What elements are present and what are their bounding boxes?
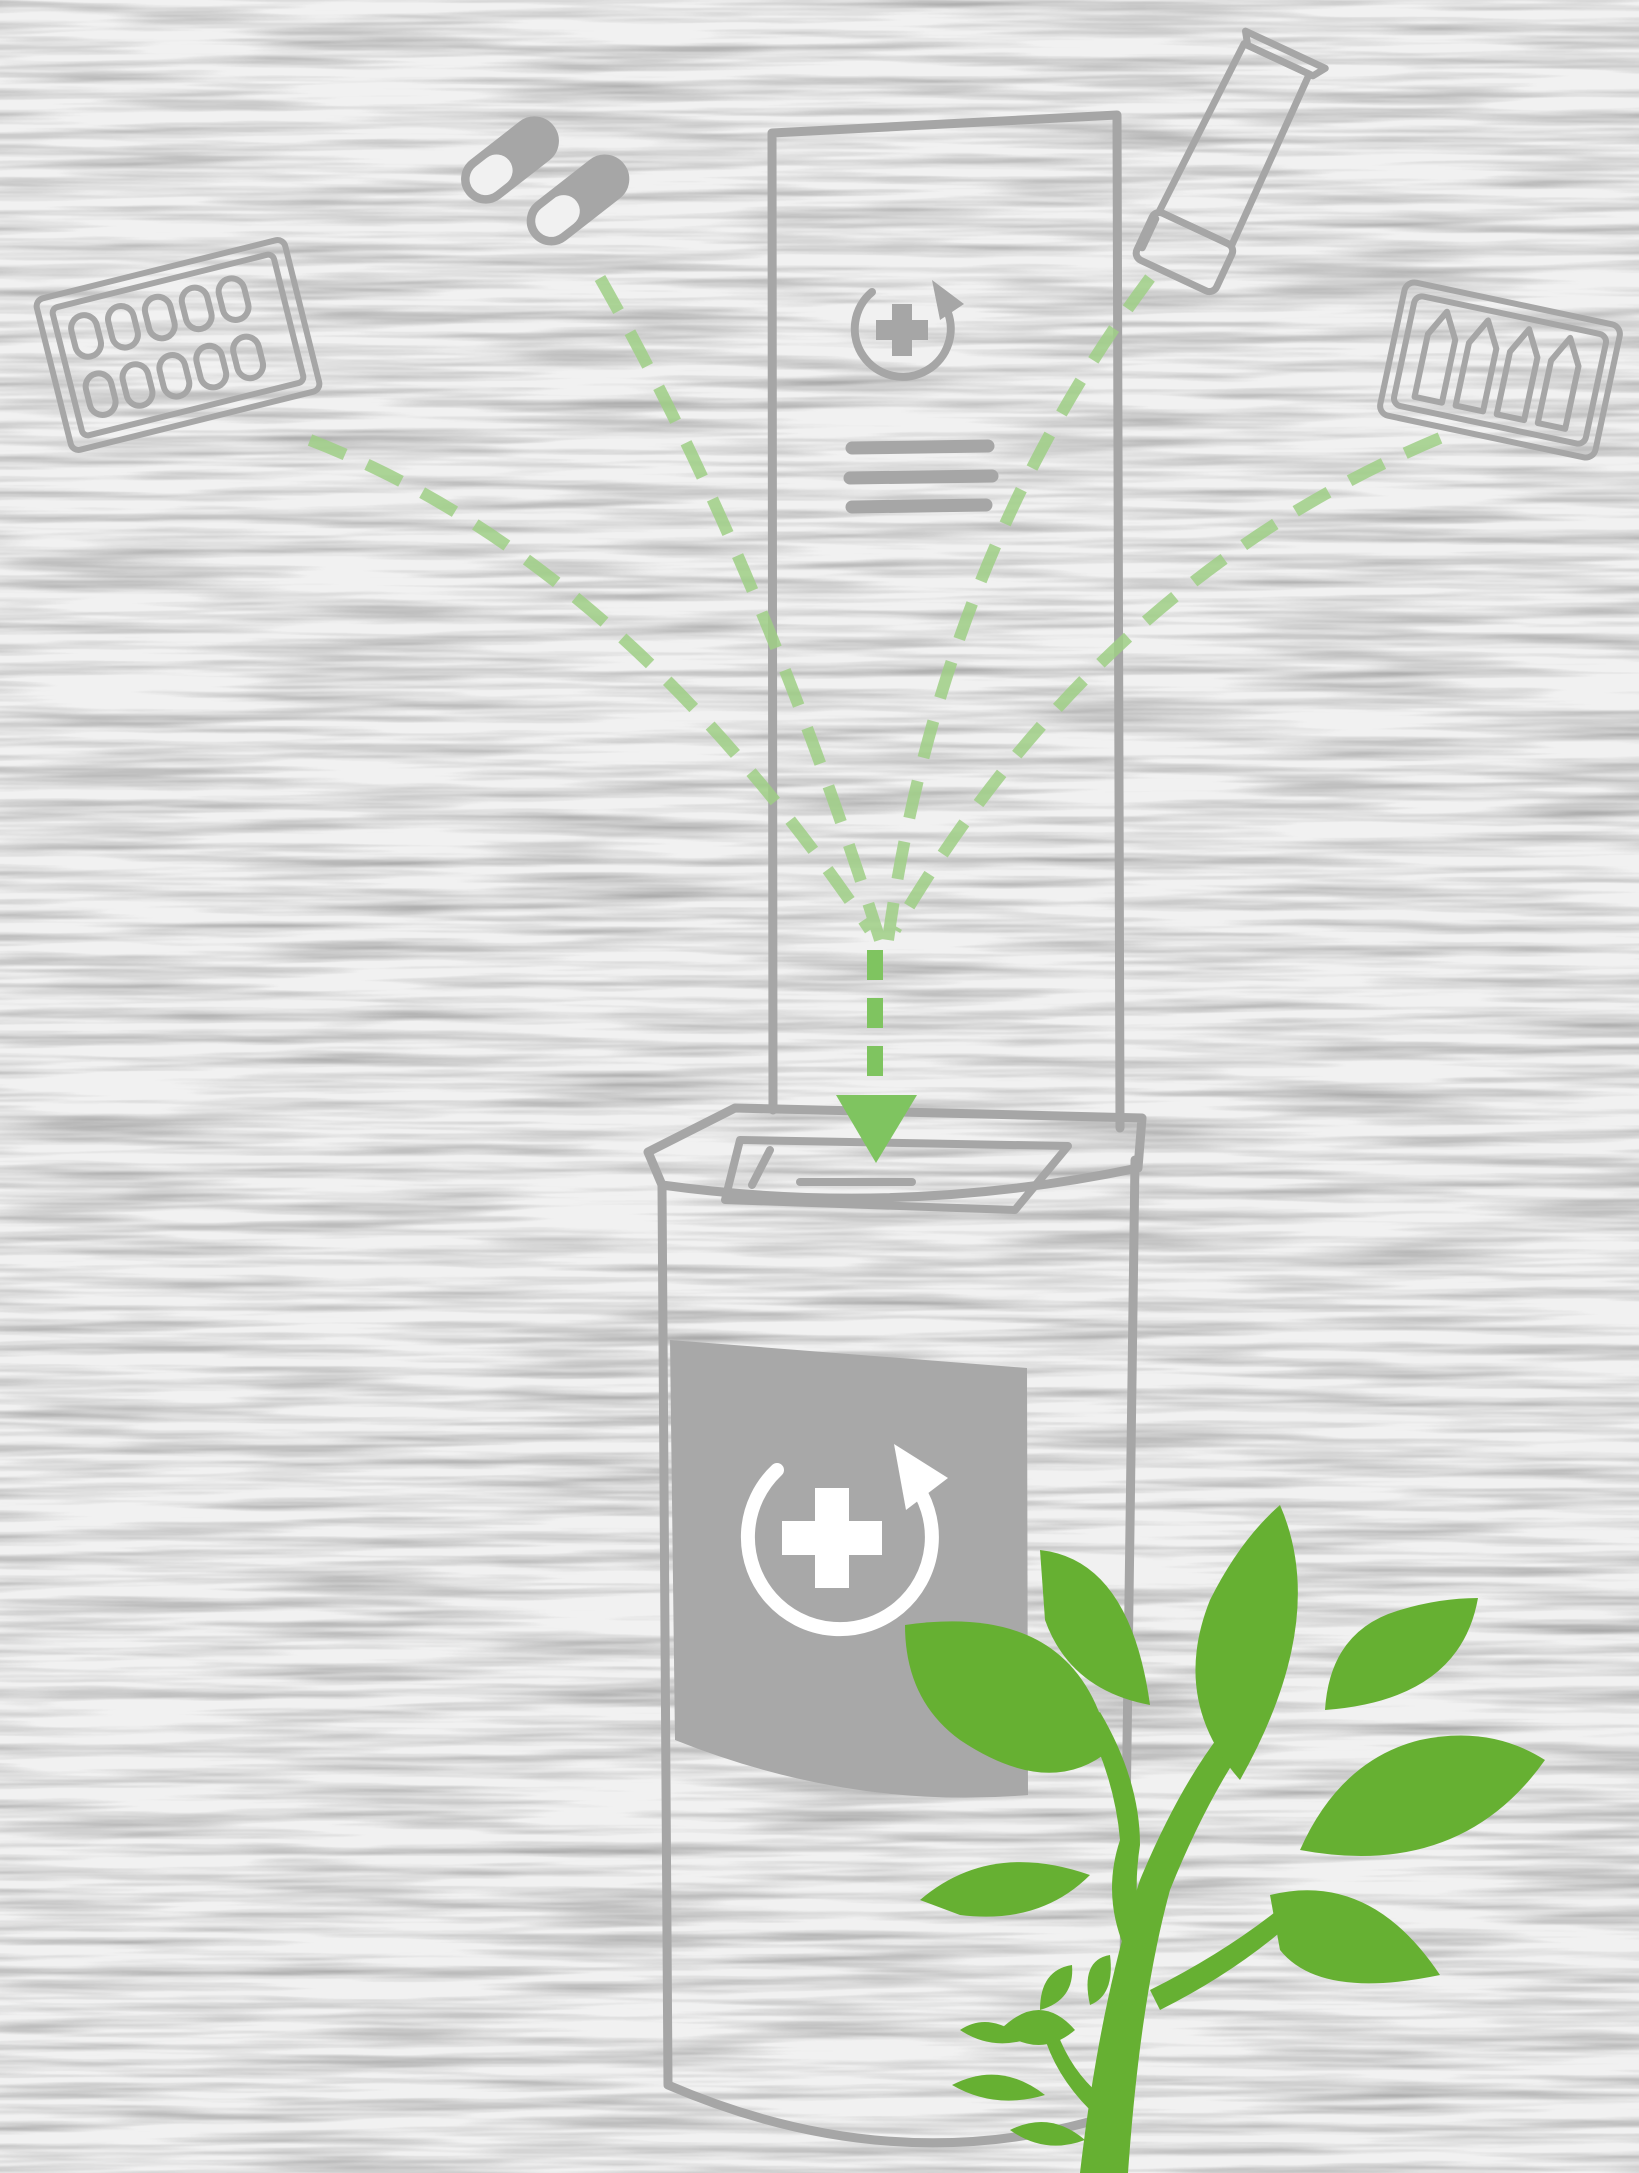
- medicine-disposal-illustration: [0, 0, 1639, 2173]
